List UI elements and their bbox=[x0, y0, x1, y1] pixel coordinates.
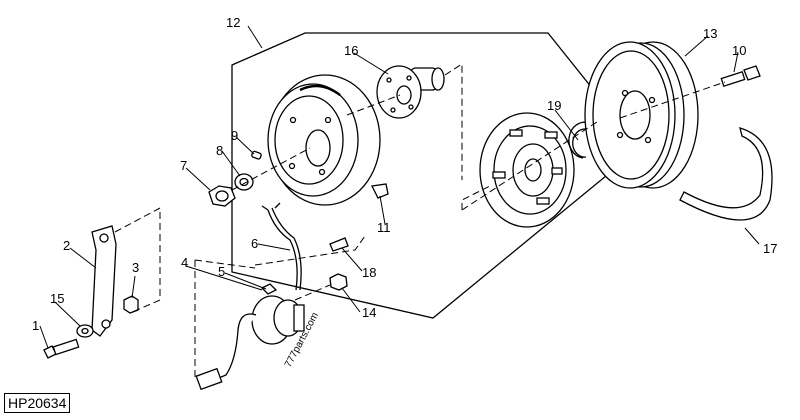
callout-9: 9 bbox=[231, 128, 238, 143]
callout-12: 12 bbox=[226, 15, 240, 30]
callout-2: 2 bbox=[63, 238, 70, 253]
callout-11: 11 bbox=[377, 220, 391, 235]
bolt-10 bbox=[720, 65, 761, 88]
washer-8 bbox=[234, 173, 254, 191]
rotor-plate bbox=[479, 112, 575, 228]
callout-8: 8 bbox=[216, 143, 223, 158]
callout-13: 13 bbox=[703, 26, 717, 41]
callout-10: 10 bbox=[732, 43, 746, 58]
nut-7 bbox=[208, 185, 236, 207]
callout-1: 1 bbox=[32, 318, 39, 333]
callout-labels: 1 2 3 4 5 6 7 8 9 10 11 12 13 14 15 16 1… bbox=[32, 15, 777, 333]
callout-18: 18 bbox=[362, 265, 376, 280]
callout-5: 5 bbox=[218, 264, 225, 279]
callout-16: 16 bbox=[344, 43, 358, 58]
callout-7: 7 bbox=[180, 158, 187, 173]
screw-18 bbox=[329, 237, 349, 252]
reference-code: HP20634 bbox=[4, 393, 71, 413]
leader-lines bbox=[39, 25, 760, 349]
callout-14: 14 bbox=[362, 305, 376, 320]
callout-19: 19 bbox=[547, 98, 561, 113]
callout-17: 17 bbox=[763, 241, 777, 256]
clip-11 bbox=[371, 183, 389, 199]
brake-drum bbox=[267, 74, 381, 206]
bracket-arm bbox=[91, 225, 117, 337]
callout-6: 6 bbox=[251, 236, 258, 251]
hub bbox=[376, 65, 445, 119]
belt-shield bbox=[679, 127, 773, 221]
nut-14 bbox=[329, 273, 348, 291]
alignment-lines bbox=[114, 63, 726, 380]
sensor-assembly bbox=[195, 283, 305, 391]
callout-4: 4 bbox=[181, 255, 188, 270]
wire-lead bbox=[261, 202, 302, 291]
callout-15: 15 bbox=[50, 291, 64, 306]
bolt-1 bbox=[43, 338, 80, 359]
washer-15 bbox=[76, 324, 94, 338]
callout-3: 3 bbox=[132, 260, 139, 275]
pulley bbox=[584, 41, 699, 189]
key-9 bbox=[251, 150, 262, 160]
